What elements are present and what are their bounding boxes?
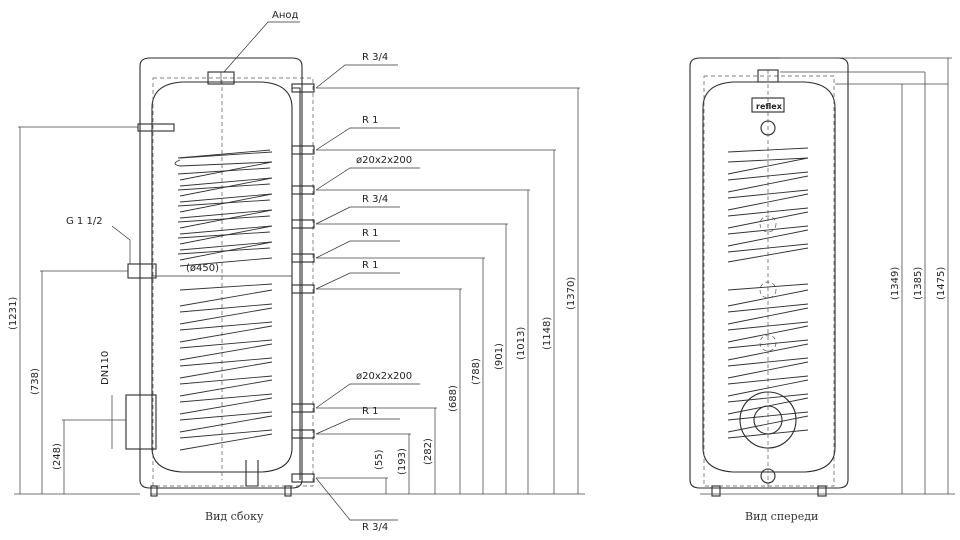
lower-coil (179, 283, 273, 451)
thermometer-circle (760, 120, 776, 136)
side-view: Анод R 3/4 R 1 ø20x2x200 R 3/4 R 1 R 1 ø… (8, 10, 585, 533)
front-drain (760, 468, 776, 484)
front-leg-left (711, 485, 721, 497)
side-leg-left (150, 485, 158, 497)
dim-1148: (1148) (542, 317, 553, 350)
anode-label: Анод (272, 10, 298, 21)
left-dimension-lines (14, 126, 140, 495)
dim-788: (788) (471, 358, 482, 385)
side-connections (291, 83, 315, 483)
front-dimension-lines (700, 57, 955, 495)
callout-7: ø20x2x200 (356, 371, 412, 382)
front-leg-right (817, 485, 827, 497)
right-dimension-lines (150, 87, 585, 495)
dim-901: (901) (494, 343, 505, 370)
dim-1013: (1013) (516, 327, 527, 360)
front-view-caption: Вид спереди (745, 510, 818, 523)
logo-plate (751, 97, 785, 113)
logo-text: reflex (756, 102, 783, 111)
front-upper-coil (727, 147, 809, 263)
front-top-fitting (757, 69, 779, 83)
side-view-caption: Вид сбоку (205, 510, 264, 523)
dim-1475: (1475) (936, 267, 947, 300)
diameter-label: (ø450) (186, 263, 219, 274)
side-jacket-outline (139, 57, 303, 489)
front-casing-dashed (703, 75, 835, 487)
callout-5: R 1 (362, 228, 379, 239)
sensor-sleeve (137, 123, 175, 132)
dim-1349: (1349) (890, 267, 901, 300)
callout-4: R 3/4 (362, 194, 388, 205)
dim-282: (282) (423, 438, 434, 465)
side-casing-dashed (152, 77, 314, 487)
front-view: reflex (1349) (1385) (1475) Вид с (689, 57, 955, 523)
dim-1231: (1231) (8, 297, 19, 330)
callout-1: R 3/4 (362, 52, 388, 63)
front-flange-outer (739, 391, 797, 449)
front-flange-inner (753, 405, 783, 435)
g-label: G 1 1/2 (66, 216, 103, 227)
dim-738: (738) (30, 368, 41, 395)
callout-9: R 3/4 (362, 522, 388, 533)
dim-55: (55) (374, 449, 385, 470)
callout-3: ø20x2x200 (356, 155, 412, 166)
front-jacket-outline (689, 57, 849, 489)
front-tank-outline (702, 81, 836, 473)
callout-8: R 1 (362, 406, 379, 417)
dim-193: (193) (397, 448, 408, 475)
dim-688: (688) (448, 385, 459, 412)
callout-6: R 1 (362, 260, 379, 271)
dim-248: (248) (52, 443, 63, 470)
dn-label: DN110 (100, 351, 111, 385)
callout-leaders (111, 21, 420, 521)
side-leg-right (284, 485, 292, 497)
dim-1385: (1385) (913, 267, 924, 300)
callout-2: R 1 (362, 115, 379, 126)
dn110-flange (125, 394, 157, 450)
dim-1370: (1370) (566, 277, 577, 310)
side-tank-outline (151, 81, 293, 473)
